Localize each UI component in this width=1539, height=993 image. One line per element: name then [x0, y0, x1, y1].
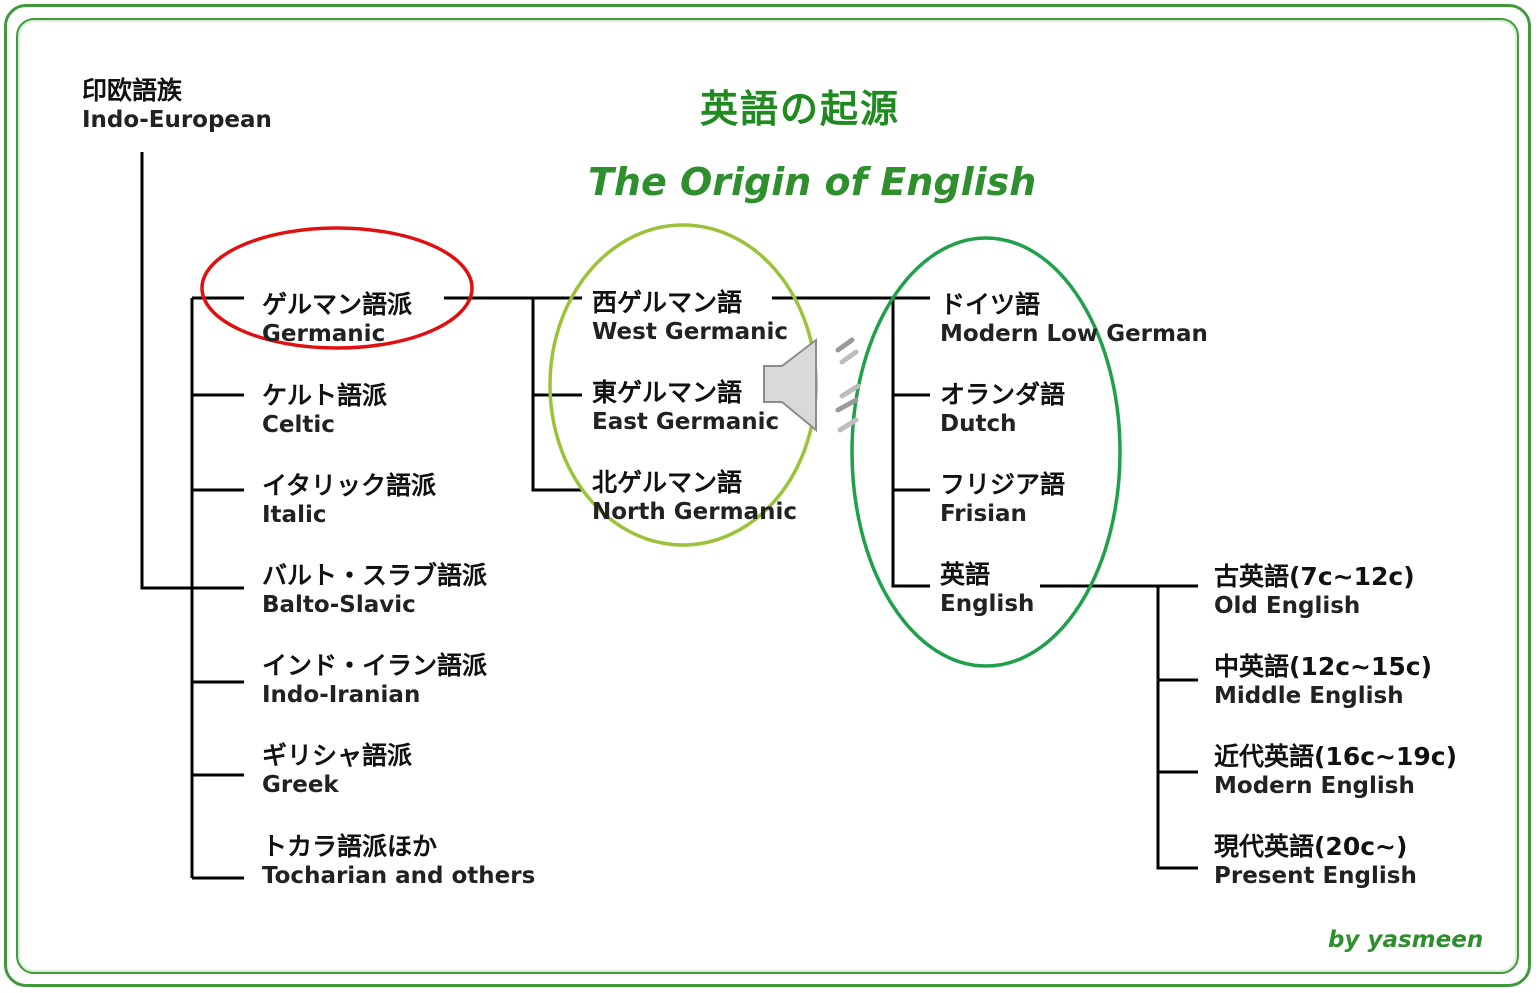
node-west-germanic: 西ゲルマン語 West Germanic [592, 288, 788, 347]
node-label-ja: フリジア語 [940, 470, 1066, 499]
node-label-ja: 西ゲルマン語 [592, 288, 743, 317]
node-label-ja: トカラ語派ほか [262, 832, 438, 861]
node-label-ja: 古英語(7c~12c) [1214, 562, 1415, 591]
node-middle-english: 中英語(12c~15c) Middle English [1214, 652, 1432, 711]
node-label-ja: 英語 [940, 560, 991, 589]
germanic-spine [531, 298, 582, 492]
outer-frame [4, 4, 1531, 987]
node-east-germanic: 東ゲルマン語 East Germanic [592, 378, 779, 437]
node-balto-slavic: バルト・スラブ語派 Balto-Slavic [262, 561, 487, 620]
title-japanese: 英語の起源 [700, 87, 901, 131]
node-italic: イタリック語派 Italic [262, 471, 436, 530]
author-credit: by yasmeen [1328, 927, 1484, 953]
node-label-ja: ギリシャ語派 [262, 741, 413, 770]
node-germanic: ゲルマン語派 Germanic [262, 290, 412, 349]
node-label-ja: インド・イラン語派 [262, 651, 488, 680]
node-old-english: 古英語(7c~12c) Old English [1214, 562, 1415, 621]
english-spine [1156, 586, 1198, 870]
node-label-en: Present English [1214, 863, 1417, 889]
node-label-ja: バルト・スラブ語派 [262, 561, 488, 590]
node-tocharian: トカラ語派ほか Tocharian and others [262, 832, 535, 891]
title-english: The Origin of English [588, 160, 1037, 204]
node-label-ja: ドイツ語 [940, 290, 1041, 319]
node-label-en: Old English [1214, 593, 1361, 619]
speaker-icon [763, 337, 861, 433]
node-label-en: Dutch [940, 411, 1017, 437]
node-dutch: オランダ語 Dutch [940, 380, 1065, 439]
node-label-ja: ケルト語派 [262, 381, 388, 410]
node-label-en: Celtic [262, 412, 335, 438]
node-north-germanic: 北ゲルマン語 North Germanic [592, 468, 797, 527]
node-celtic: ケルト語派 Celtic [262, 381, 387, 440]
node-label-ja: 中英語(12c~15c) [1214, 652, 1433, 681]
node-label-en: Frisian [940, 501, 1027, 527]
node-label-ja: 現代英語(20c~) [1214, 832, 1408, 861]
node-english: 英語 English [940, 560, 1034, 619]
node-frisian: フリジア語 Frisian [940, 470, 1065, 529]
node-label-ja: 近代英語(16c~19c) [1214, 742, 1458, 771]
node-label-ja: イタリック語派 [262, 471, 437, 500]
root-trunk [140, 152, 192, 590]
node-label-en: Middle English [1214, 683, 1404, 709]
highlight-germanic-circle [200, 226, 474, 350]
node-label-ja: オランダ語 [940, 380, 1066, 409]
inner-frame [16, 18, 1519, 974]
node-german: ドイツ語 Modern Low German [940, 290, 1208, 349]
node-modern-english: 近代英語(16c~19c) Modern English [1214, 742, 1457, 801]
node-label-en: Balto-Slavic [262, 592, 416, 618]
west-spine [891, 298, 930, 588]
node-label-ja: 東ゲルマン語 [592, 378, 743, 407]
node-label-ja: 印欧語族 [82, 76, 183, 105]
node-label-en: English [940, 591, 1035, 617]
node-label-en: West Germanic [592, 319, 789, 345]
node-label-en: Indo-European [82, 107, 272, 133]
node-label-en: Germanic [262, 321, 386, 347]
node-label-en: Modern English [1214, 773, 1415, 799]
node-label-en: Modern Low German [940, 321, 1208, 347]
node-label-ja: ゲルマン語派 [262, 290, 413, 319]
node-present-english: 現代英語(20c~) Present English [1214, 832, 1417, 891]
node-label-en: North Germanic [592, 499, 797, 525]
node-indo-european: 印欧語族 Indo-European [82, 76, 272, 135]
node-indo-iranian: インド・イラン語派 Indo-Iranian [262, 651, 487, 710]
highlight-west-germanic-circle [850, 236, 1122, 668]
node-label-en: Tocharian and others [262, 863, 536, 889]
node-greek: ギリシャ語派 Greek [262, 741, 412, 800]
node-label-en: Indo-Iranian [262, 682, 421, 708]
node-label-en: East Germanic [592, 409, 780, 435]
node-label-en: Italic [262, 502, 327, 528]
node-label-ja: 北ゲルマン語 [592, 468, 743, 497]
node-label-en: Greek [262, 772, 339, 798]
